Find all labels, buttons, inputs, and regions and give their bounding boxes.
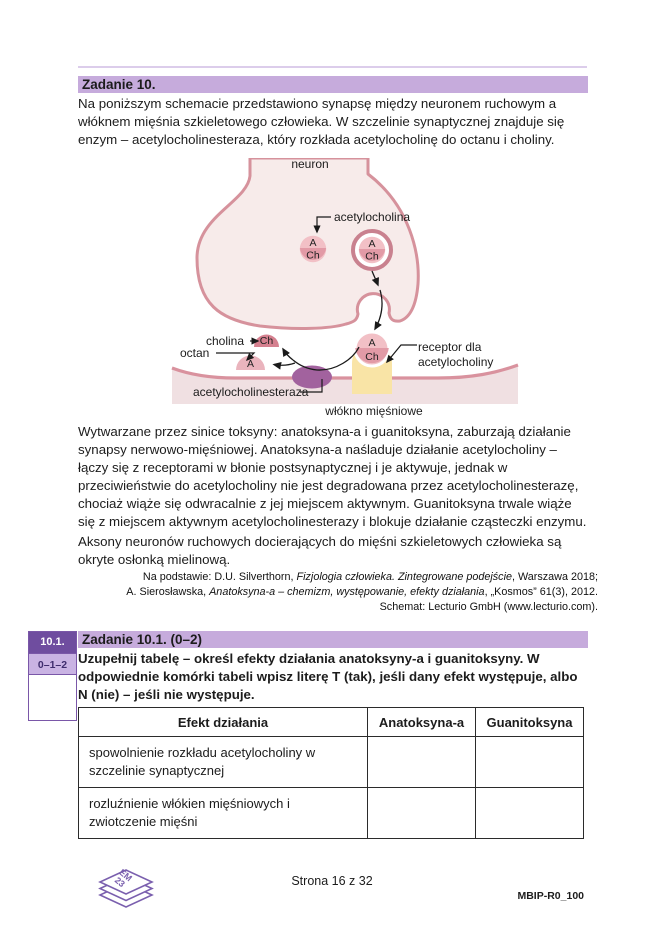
acetate-label: octan <box>180 346 209 360</box>
enzyme-breakdown-arc <box>292 346 360 371</box>
molecule-letter-a: A <box>368 337 375 349</box>
task-10-intro: Na poniższym schemacie przedstawiono syn… <box>78 96 565 147</box>
vesicle-release-arrow <box>371 270 379 287</box>
table-row: rozluźnienie włókien mięśniowych i zwiot… <box>78 787 584 839</box>
acetate-letter: A <box>247 358 254 370</box>
answer-cell-guanitoksyna-row1[interactable] <box>475 736 584 788</box>
neuron-label: neuron <box>291 158 328 171</box>
acetate-product <box>236 355 265 370</box>
arrow-to-acetate <box>272 361 296 370</box>
molecule-letter-a: A <box>368 238 375 250</box>
margin-score-cell <box>29 675 76 720</box>
task-10-1-instruction: Uzupełnij tabelę – określ efekty działan… <box>78 651 578 702</box>
form-code: MBIP-R0_100 <box>517 890 584 902</box>
molecule-letter-ch: Ch <box>365 251 379 263</box>
molecule-letter-a: A <box>309 237 316 249</box>
logo-text-23: 23 <box>113 875 127 889</box>
receptor-label-line2: acetylocholiny <box>418 355 493 369</box>
effect-cell: spowolnienie rozkładu acetylocholiny w s… <box>78 736 368 788</box>
citation-line: Schemat: Lecturio GmbH (www.lecturio.com… <box>379 600 598 613</box>
enzyme-label: acetylocholinesteraza <box>193 385 309 399</box>
margin-points-scale: 0–1–2 <box>29 653 76 675</box>
table-row: spowolnienie rozkładu acetylocholiny w s… <box>78 736 584 788</box>
answer-cell-guanitoksyna-row2[interactable] <box>475 787 584 839</box>
acetylcholine-on-receptor: A Ch <box>353 330 391 368</box>
table-header-row: Efekt działania Anatoksyna-a Guanitoksyn… <box>78 707 584 737</box>
effect-cell: rozluźnienie włókien mięśniowych i zwiot… <box>78 787 368 839</box>
task-10-header: Zadanie 10. <box>78 76 588 93</box>
margin-scoring-box: 10.1. 0–1–2 <box>28 631 77 721</box>
synaptic-vesicle: A Ch <box>351 229 393 271</box>
choline-product <box>254 334 279 347</box>
muscle-fiber <box>172 365 518 404</box>
acetate-label-connector <box>216 352 256 362</box>
muscle-fiber-label: włókno mięśniowe <box>324 404 423 418</box>
task-10-1-header: Zadanie 10.1. (0–2) <box>78 631 588 648</box>
receptor-label-line1: receptor dla <box>418 340 482 354</box>
header-anatoksyna: Anatoksyna-a <box>367 707 476 737</box>
stacked-sheets-icon <box>98 869 154 908</box>
acetylcholine-label: acetylocholina <box>334 210 410 224</box>
task-10-paragraph-toxins: Wytwarzane przez sinice toksyny: anatoks… <box>78 424 587 529</box>
enzyme-label-connector <box>300 379 323 393</box>
citation-line: Na podstawie: D.U. Silverthorn, Fizjolog… <box>142 571 598 583</box>
answer-cell-anatoksyna-row1[interactable] <box>367 736 476 788</box>
cleft-diffusion-arrow <box>374 289 383 331</box>
citation-line: A. Sierosławska, Anatoksyna-a – chemizm,… <box>126 585 598 598</box>
margin-task-id: 10.1. <box>29 632 76 653</box>
answer-cell-anatoksyna-row2[interactable] <box>367 787 476 839</box>
task-10-paragraph-axons: Aksony neuronów ruchowych docierających … <box>78 534 562 567</box>
molecule-letter-ch: Ch <box>306 250 320 262</box>
muscle-membrane <box>171 363 519 380</box>
choline-label: cholina <box>206 334 244 348</box>
header-effect: Efekt działania <box>78 707 368 737</box>
effects-table: Efekt działania Anatoksyna-a Guanitoksyn… <box>78 707 584 839</box>
synapse-diagram: A Ch A Ch A Ch Ch A <box>171 158 519 418</box>
molecule-letter-ch: Ch <box>365 351 379 363</box>
acetylcholine-label-connector <box>313 216 331 234</box>
divider <box>78 66 587 68</box>
exam-logo: EM 23 <box>98 868 154 908</box>
arrow-to-choline <box>282 347 294 361</box>
receptor-label-connector <box>386 344 417 364</box>
header-guanitoksyna: Guanitoksyna <box>475 707 584 737</box>
page-number: Strona 16 z 32 <box>291 874 373 888</box>
source-citation: Na podstawie: D.U. Silverthorn, Fizjolog… <box>78 570 598 614</box>
acetylcholine-molecule: A Ch <box>299 235 327 263</box>
choline-letter: Ch <box>260 335 274 347</box>
